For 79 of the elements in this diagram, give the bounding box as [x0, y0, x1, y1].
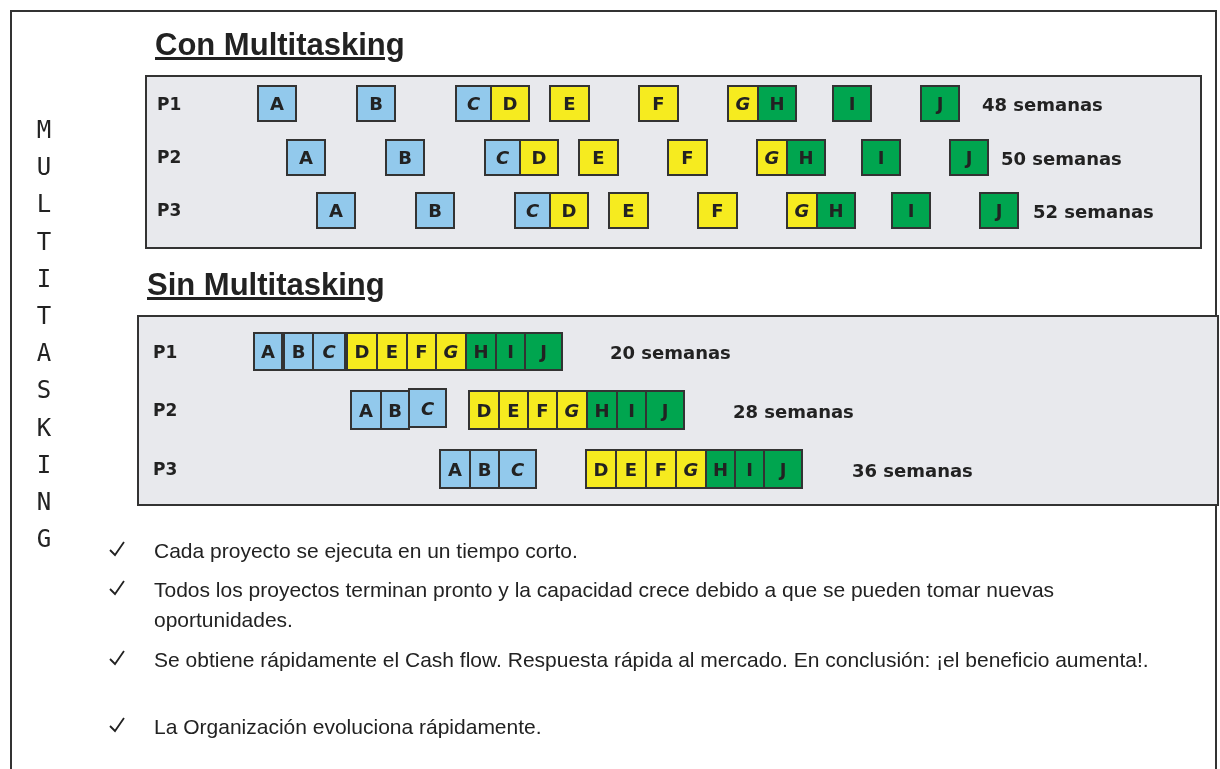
task-box: B [469, 449, 500, 489]
task-box: A [350, 390, 382, 430]
task-box: C [312, 332, 346, 371]
task-box: H [757, 85, 797, 122]
task-box: E [498, 390, 529, 430]
task-box: C [498, 449, 537, 489]
task-box: F [527, 390, 558, 430]
section-heading: Con Multitasking [155, 27, 405, 63]
task-box: A [316, 192, 356, 229]
duration-label: 36 semanas [852, 459, 973, 481]
task-box: C [455, 85, 492, 122]
task-box: F [645, 449, 677, 489]
task-box: F [406, 332, 437, 371]
task-box: H [586, 390, 618, 430]
project-label: P2 [157, 147, 182, 167]
task-box: F [697, 192, 738, 229]
bullet-text: La Organización evoluciona rápidamente. [154, 714, 543, 740]
task-box: I [734, 449, 765, 489]
task-box: G [786, 192, 818, 229]
task-box: J [524, 332, 563, 371]
project-label: P1 [153, 342, 178, 362]
project-label: P2 [153, 400, 178, 420]
task-box: G [435, 332, 467, 371]
task-box: C [484, 139, 521, 176]
task-box: D [468, 390, 500, 430]
task-box: F [638, 85, 679, 122]
duration-label: 28 semanas [733, 400, 854, 422]
task-box: J [920, 85, 960, 122]
task-box: I [832, 85, 872, 122]
task-box: E [549, 85, 590, 122]
task-box: J [645, 390, 685, 430]
vertical-title: MULTITASKING [35, 115, 53, 556]
project-label: P3 [153, 459, 178, 479]
task-box: C [514, 192, 551, 229]
task-box: J [763, 449, 803, 489]
task-box: A [253, 332, 283, 371]
task-box: I [495, 332, 526, 371]
task-box: G [727, 85, 759, 122]
task-box: B [356, 85, 396, 122]
task-box: I [891, 192, 931, 229]
section-heading: Sin Multitasking [147, 267, 385, 303]
task-box: B [283, 332, 314, 371]
task-box: B [380, 390, 410, 430]
task-box: J [949, 139, 989, 176]
task-box: G [675, 449, 707, 489]
task-box: I [616, 390, 647, 430]
task-box: J [979, 192, 1019, 229]
duration-label: 20 semanas [610, 341, 731, 363]
task-box: I [861, 139, 901, 176]
task-box: A [439, 449, 471, 489]
task-box: B [385, 139, 425, 176]
task-box: H [816, 192, 856, 229]
bullet-text: Se obtiene rápidamente el Cash flow. Respuesta rápida al mercado. En conclusión: ¡el beneficio aumenta!. [154, 647, 1150, 673]
task-box: H [705, 449, 736, 489]
task-box: G [556, 390, 588, 430]
task-box: D [346, 332, 378, 371]
duration-label: 52 semanas [1033, 200, 1154, 222]
task-box: H [465, 332, 497, 371]
bullet-text: Cada proyecto se ejecuta en un tiempo corto. [154, 538, 579, 564]
task-box: G [756, 139, 788, 176]
bullet-text: Todos los proyectos terminan pronto y la capacidad crece debido a que se pueden tomar nuevas oportunidades. [154, 577, 1056, 633]
project-label: P3 [157, 200, 182, 220]
duration-label: 48 semanas [982, 93, 1103, 115]
task-box: E [615, 449, 647, 489]
duration-label: 50 semanas [1001, 147, 1122, 169]
task-box: D [490, 85, 530, 122]
task-box: D [519, 139, 559, 176]
task-box: A [257, 85, 297, 122]
task-box: B [415, 192, 455, 229]
task-box: F [667, 139, 708, 176]
task-box: E [376, 332, 408, 371]
task-box: C [408, 388, 447, 428]
task-box: D [585, 449, 617, 489]
task-box: E [578, 139, 619, 176]
task-box: H [786, 139, 826, 176]
task-box: D [549, 192, 589, 229]
project-label: P1 [157, 94, 182, 114]
task-box: E [608, 192, 649, 229]
task-box: A [286, 139, 326, 176]
